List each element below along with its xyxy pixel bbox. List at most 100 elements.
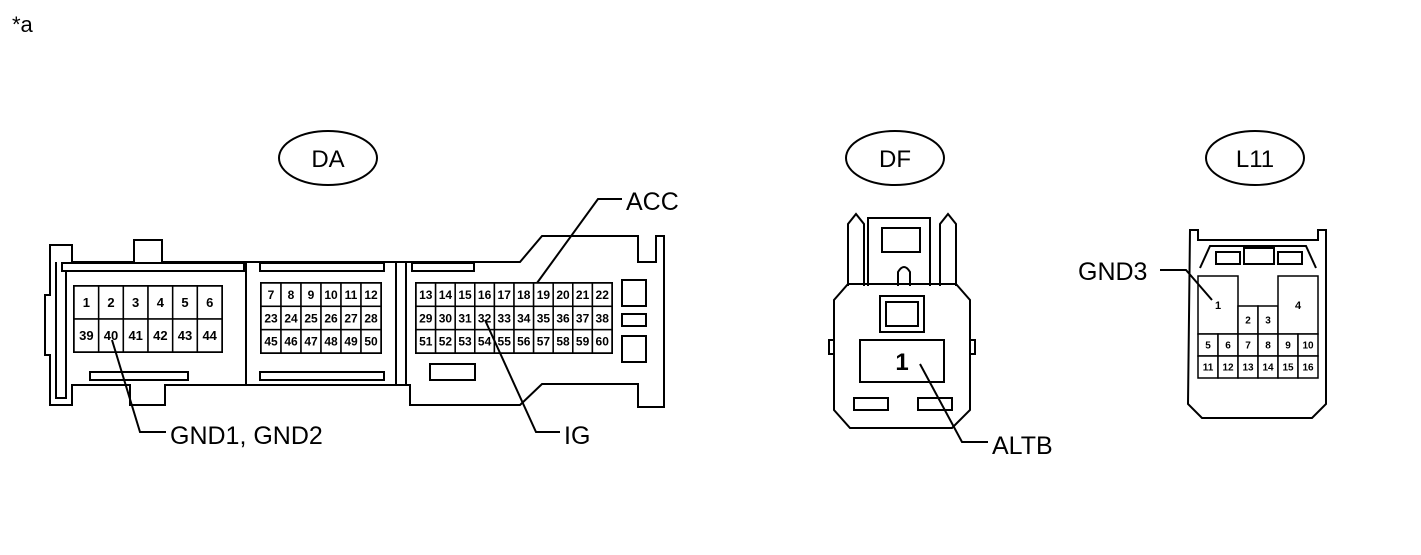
l11-pin-1: 1: [1215, 300, 1221, 312]
l11-pin-10: 10: [1302, 341, 1314, 352]
da-key-3: [621, 335, 647, 363]
df-rib-right: [917, 397, 953, 411]
da-pin-28: 28: [364, 311, 378, 325]
l11-name-ellipse: [1205, 130, 1305, 186]
da-pin-53: 53: [458, 335, 472, 349]
l11-pin-13: 13: [1242, 363, 1254, 374]
da-pin-57: 57: [537, 335, 551, 349]
l11-pin-1-cell: [1197, 275, 1239, 335]
acc-leader-line: [536, 198, 622, 284]
df-side-nub-left: [828, 339, 835, 355]
da-pin-39: 39: [79, 328, 93, 343]
l11-pin-16-cell: [1297, 355, 1319, 379]
da-pin-14: 14: [439, 288, 453, 302]
df-lock-tab: [881, 227, 921, 253]
l11-lock-3: [1277, 251, 1303, 265]
l11-pin-12: 12: [1222, 363, 1234, 374]
da-pin-10: 10: [324, 288, 338, 302]
df-rib-left: [853, 397, 889, 411]
da-pin-52: 52: [439, 335, 453, 349]
df-side-nub-right: [969, 339, 976, 355]
da-pin-31: 31: [458, 311, 472, 325]
da-pin-33: 33: [498, 311, 512, 325]
da-pin-5-cell: [171, 285, 199, 320]
gnd3-leader-line: [1160, 269, 1213, 301]
da-pin-24: 24: [284, 311, 298, 325]
l11-pin-6: 6: [1225, 341, 1231, 352]
da-pin-49: 49: [344, 335, 358, 349]
df-pin-1: 1: [895, 349, 908, 376]
da-pin-8: 8: [288, 288, 295, 302]
da-pin-3: 3: [132, 295, 139, 310]
da-name: DA: [311, 146, 344, 173]
da-pin-41: 41: [128, 328, 142, 343]
l11-pin-7: 7: [1245, 341, 1251, 352]
da-pin-44: 44: [202, 328, 217, 343]
da-pin-54: 54: [478, 335, 492, 349]
figure-label: *a: [12, 12, 34, 37]
da-housing-outline: [44, 235, 665, 408]
da-pin-9: 9: [308, 288, 315, 302]
da-pin-4-cell: [147, 285, 174, 320]
l11-pin-9: 9: [1285, 341, 1291, 352]
gnd3-label: GND3: [1078, 258, 1147, 286]
da-pin-17: 17: [498, 288, 512, 302]
l11-pin-11: 11: [1203, 363, 1214, 374]
da-pin-26: 26: [324, 311, 338, 325]
da-rib-top-2: [259, 262, 385, 272]
da-pin-30: 30: [439, 311, 453, 325]
da-rib-bottom-2: [259, 371, 385, 381]
df-lock-body: [867, 217, 931, 286]
da-pin-2-cell: [97, 285, 125, 320]
l11-lock-1: [1215, 251, 1241, 265]
da-pin-25: 25: [304, 311, 318, 325]
da-pin-59: 59: [576, 335, 590, 349]
da-pin-35: 35: [537, 311, 551, 325]
da-pin-5: 5: [181, 295, 188, 310]
da-rib-bottom-3: [429, 363, 476, 381]
da-pin-19: 19: [537, 288, 551, 302]
acc-label: ACC: [626, 188, 679, 216]
da-pin-15: 15: [458, 288, 472, 302]
da-pin-42-cell: [147, 318, 174, 353]
da-pin-60: 60: [596, 335, 610, 349]
da-pin-48: 48: [324, 335, 338, 349]
da-key-1: [621, 279, 647, 307]
da-pin-42: 42: [153, 328, 167, 343]
l11-lock-2: [1243, 247, 1275, 265]
l11-hood: [1199, 245, 1317, 269]
da-pin-44-cell: [196, 318, 223, 353]
da-pin-50-cell: [360, 328, 382, 354]
df-cavity: [859, 339, 945, 383]
da-key-2: [621, 313, 647, 327]
l11-housing-outline: [1186, 229, 1327, 419]
da-pin-2: 2: [107, 295, 114, 310]
da-pin-16: 16: [478, 288, 492, 302]
l11-name: L11: [1236, 146, 1274, 173]
da-rib-top-1: [61, 262, 245, 272]
da-pin-20: 20: [556, 288, 570, 302]
da-pin-12: 12: [364, 288, 378, 302]
df-lock-arm-right: [939, 212, 957, 286]
ig-label: IG: [564, 422, 590, 450]
df-name: DF: [879, 146, 911, 173]
da-pin-50: 50: [364, 335, 378, 349]
da-pin-45: 45: [264, 335, 278, 349]
da-pin-32: 32: [478, 311, 492, 325]
l11-pin-14: 14: [1262, 363, 1274, 374]
da-latch-left: [55, 262, 67, 399]
da-pin-23: 23: [264, 311, 278, 325]
l11-pin-3: 3: [1265, 316, 1271, 327]
da-pin-22: 22: [596, 288, 610, 302]
da-pin-43: 43: [178, 328, 192, 343]
da-pin-4: 4: [157, 295, 165, 310]
da-pin-46: 46: [284, 335, 298, 349]
da-pin-38: 38: [596, 311, 610, 325]
df-connector: DF 1: [828, 130, 976, 429]
df-latch-window-inner: [885, 301, 919, 327]
da-pin-21: 21: [576, 288, 590, 302]
